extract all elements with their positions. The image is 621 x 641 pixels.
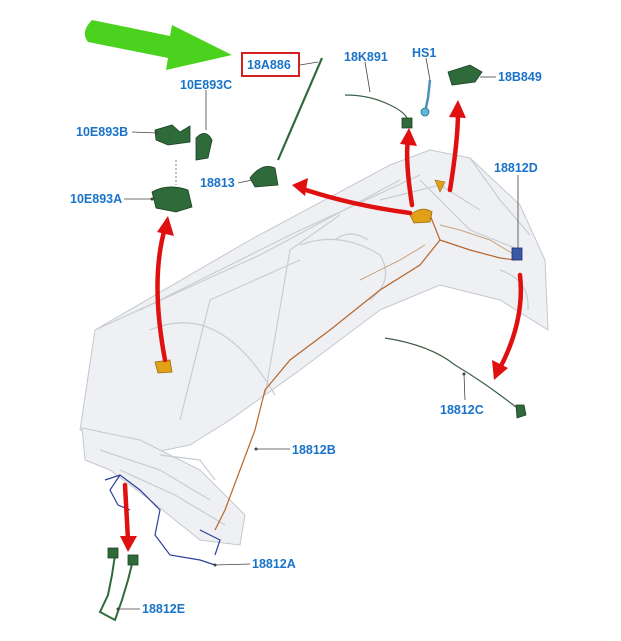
harness-18812c: [384, 337, 521, 411]
pointer-arrow: [84, 20, 232, 70]
connector-18812d: [511, 247, 523, 261]
label-10e893c: 10E893C: [180, 78, 232, 92]
connector-18812c: [515, 404, 527, 419]
bracket-10e893b: [154, 124, 191, 146]
cable-18k891: [344, 94, 413, 129]
sensor-hs1: [420, 79, 432, 117]
vehicle-body: [79, 149, 549, 546]
callout-arrows: [120, 100, 524, 552]
cover-10e893c: [195, 133, 213, 161]
base-10e893a: [151, 160, 193, 213]
label-18812d: 18812D: [494, 161, 538, 175]
antenna-18813: [249, 57, 324, 188]
label-18k891: 18K891: [344, 50, 388, 64]
leader-lines: [116, 57, 519, 611]
mount-orange: [409, 179, 446, 224]
label-18812e: 18812E: [142, 602, 185, 616]
harness-18812b: [214, 214, 516, 531]
label-18813: 18813: [200, 176, 235, 190]
mount-front: [154, 359, 173, 374]
label-18a886: 18A886: [247, 58, 291, 72]
label-10e893a: 10E893A: [70, 192, 122, 206]
label-18b849: 18B849: [498, 70, 542, 84]
label-18812a: 18812A: [252, 557, 296, 571]
label-18812c: 18812C: [440, 403, 484, 417]
module-18b849: [447, 64, 483, 86]
label-18812b: 18812B: [292, 443, 336, 457]
harness-18812e: [98, 547, 139, 622]
label-hs1: HS1: [412, 46, 436, 60]
highlight-box: [241, 52, 300, 77]
label-10e893b: 10E893B: [76, 125, 128, 139]
